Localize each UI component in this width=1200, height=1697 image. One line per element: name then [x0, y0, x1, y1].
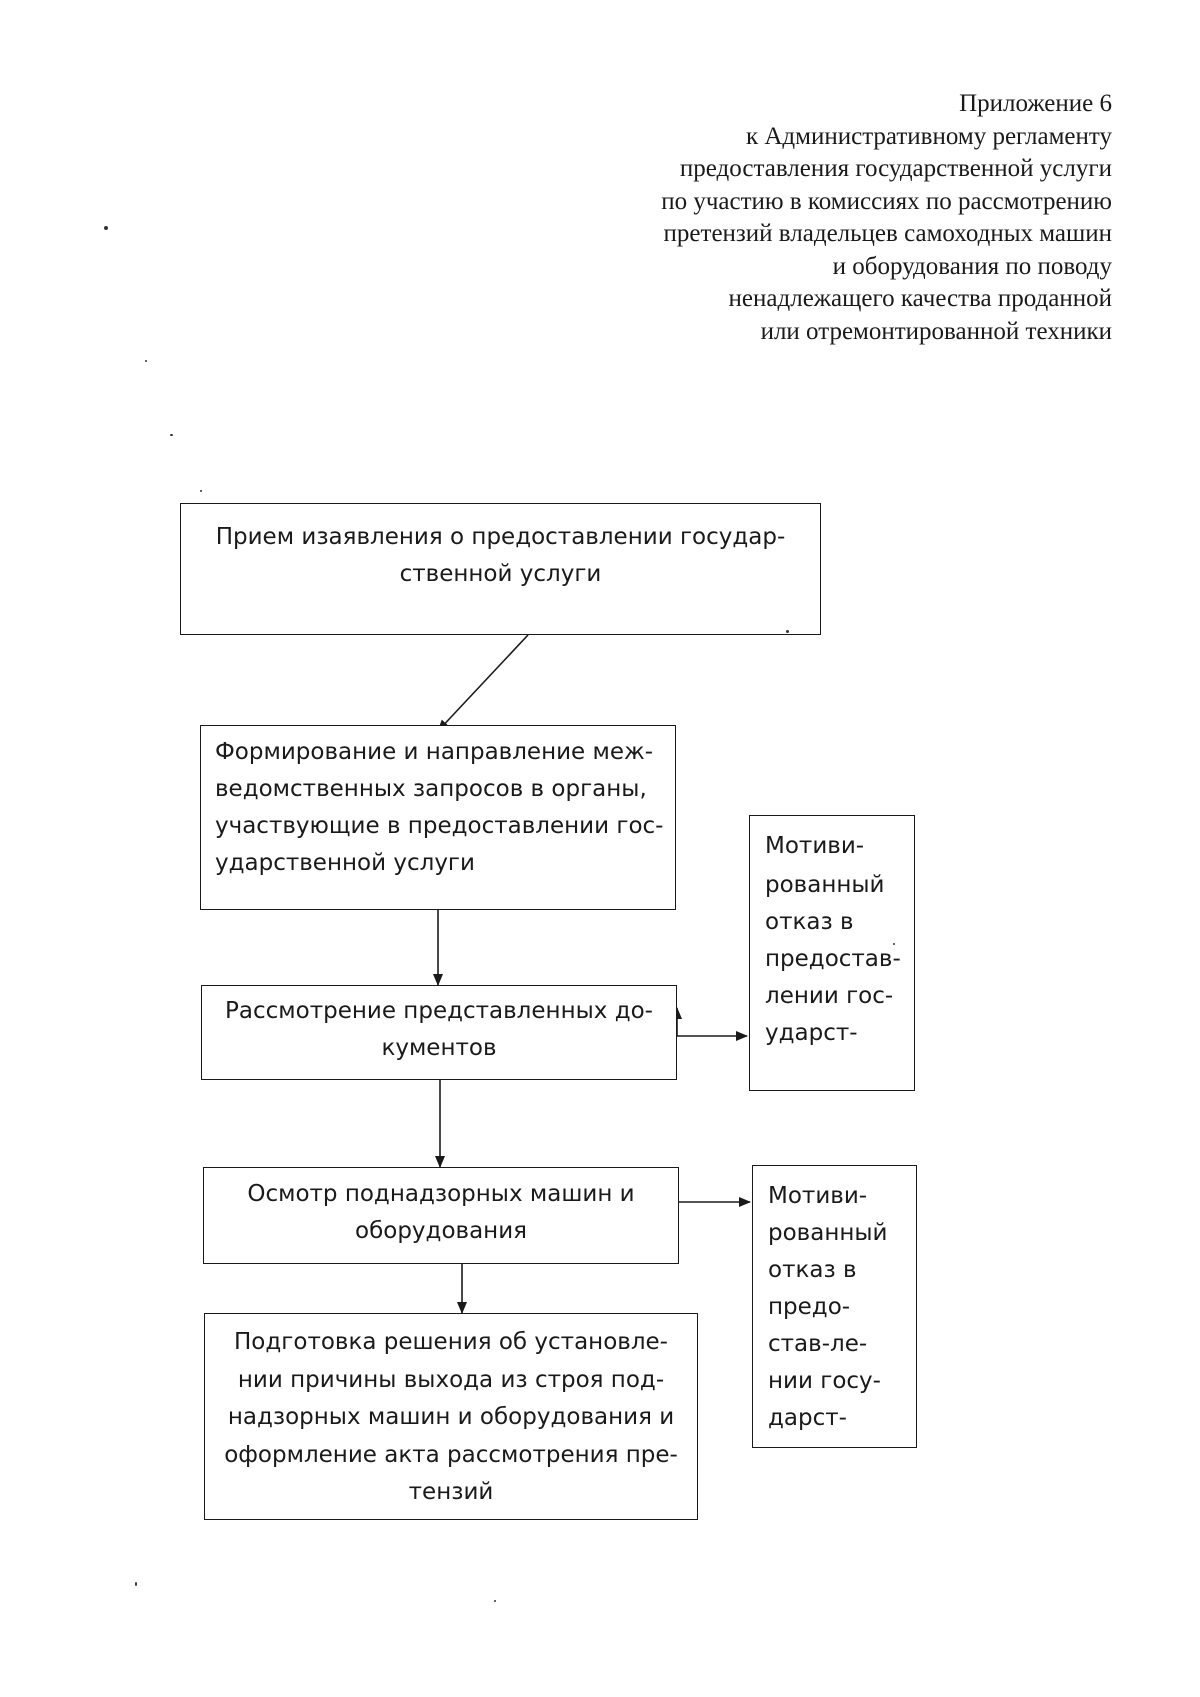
header-line: ненадлежащего качества проданной: [728, 285, 1112, 312]
refusal-box-inspection: Мотиви- рованный отказ в предо- став-ле-…: [752, 1165, 917, 1448]
step-text-line: нии причины выхода из строя под-: [237, 1366, 665, 1393]
step-text-line: Рассмотрение представленных до-: [225, 998, 653, 1024]
refusal-box-documents: Мотиви- рованный отказ в предостав- лени…: [749, 815, 915, 1091]
step-text-line: Прием изаявления о предоставлении госуда…: [215, 524, 786, 550]
header-line: претензий владельцев самоходных машин: [663, 220, 1112, 247]
scan-speck: [494, 1600, 496, 1602]
refusal-text-line: ударст-: [765, 1020, 858, 1046]
header-line: к Административному регламенту: [745, 122, 1112, 150]
scan-speck: [170, 434, 173, 436]
step-text-line: ударственной услуги: [215, 850, 475, 876]
refusal-text-line: став-ле-: [768, 1331, 868, 1357]
refusal-text-line: предо-: [768, 1294, 851, 1320]
refusal-text-line: дарст-: [768, 1405, 847, 1431]
appendix-header: Приложение 6 к Административному регламе…: [552, 88, 1112, 348]
arrow-step1-to-step2: [437, 634, 529, 732]
header-line: или отремонтированной техники: [760, 317, 1112, 345]
step-text-line: участвующие в предоставлении гос-: [215, 813, 664, 839]
header-line: предоставления государственной услуги: [679, 155, 1112, 182]
scan-speck: [786, 630, 789, 633]
scan-speck: [893, 943, 895, 945]
step-text-line: надзорных машин и оборудования и: [227, 1404, 675, 1430]
refusal-text-line: отказ в: [768, 1257, 857, 1283]
refusal-text-line: нии госу-: [768, 1368, 881, 1394]
step-text-line: ственной услуги: [399, 561, 602, 587]
header-line: по участию в комиссиях по рассмотрению: [661, 187, 1112, 215]
scan-speck: [200, 490, 202, 492]
step-prepare-decision: Подготовка решения об установле- нии при…: [204, 1313, 698, 1520]
scan-speck: [104, 226, 108, 230]
scan-speck: [145, 360, 147, 362]
scan-speck: [135, 1582, 137, 1586]
step-review-documents: Рассмотрение представленных до- кументов: [201, 985, 677, 1080]
refusal-text-line: отказ в: [765, 909, 854, 935]
header-line: и оборудования по поводу: [832, 252, 1112, 280]
refusal-text-line: предостав-: [765, 946, 901, 972]
step-text-line: тензий: [408, 1479, 494, 1505]
refusal-text-line: рованный: [765, 872, 885, 898]
step-text-line: Подготовка решения об установле-: [234, 1329, 668, 1355]
refusal-text-line: рованный: [768, 1220, 888, 1246]
step-text-line: ведомственных запросов в органы,: [215, 776, 647, 802]
refusal-text-line: Мотиви-: [765, 833, 865, 859]
step-inspect-machines: Осмотр поднадзорных машин и оборудования: [203, 1167, 679, 1264]
step-text-line: Осмотр поднадзорных машин и: [247, 1181, 635, 1207]
refusal-text-line: Мотиви-: [768, 1183, 868, 1209]
step-receive-application: Прием изаявления о предоставлении госуда…: [180, 503, 821, 635]
step-text-line: оборудования: [355, 1218, 527, 1244]
step-interagency-requests: Формирование и направление меж- ведомств…: [200, 725, 676, 910]
step-text-line: оформление акта рассмотрения пре-: [224, 1441, 678, 1468]
step-text-line: кументов: [381, 1035, 497, 1061]
refusal-text-line: лении гос-: [765, 983, 894, 1009]
step-text-line: Формирование и направление меж-: [215, 739, 654, 765]
header-line: Приложение 6: [959, 90, 1112, 117]
